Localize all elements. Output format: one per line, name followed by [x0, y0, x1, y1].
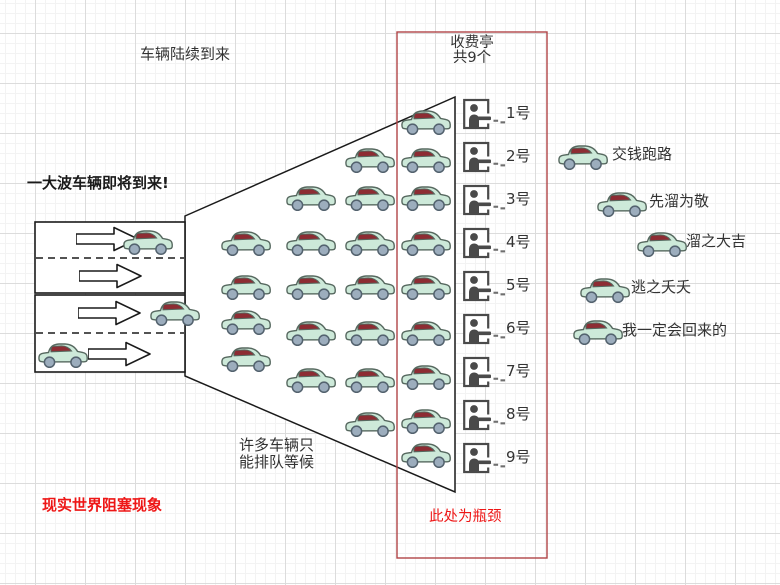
- queue-note: 许多车辆只 能排队等候: [239, 437, 314, 471]
- toll-booth-label: 6号: [506, 319, 531, 337]
- toll-booth-icon: [463, 227, 507, 259]
- escape-car-icon: [597, 192, 647, 218]
- toll-booth-icon: [463, 98, 507, 130]
- queue-note-line2: 能排队等候: [239, 453, 315, 471]
- toll-booth-label: 8号: [506, 405, 531, 423]
- reality-note: 现实世界阻塞现象: [42, 496, 163, 514]
- toll-title-line1: 收费亭: [450, 35, 494, 51]
- toll-booth-icon: [463, 313, 507, 345]
- escape-car-label: 溜之大吉: [686, 232, 747, 250]
- toll-booth-icon: [463, 399, 507, 431]
- big-wave-note: 一大波车辆即将到来!: [27, 174, 169, 192]
- escape-car-icon: [558, 145, 608, 171]
- escape-car-icon: [637, 232, 687, 258]
- escape-car-icon: [573, 320, 623, 346]
- toll-booth-label: 3号: [506, 190, 531, 208]
- toll-booth-icon: [463, 184, 507, 216]
- toll-booth-label: 1号: [506, 104, 531, 122]
- escape-car-icon: [580, 278, 630, 304]
- escape-car-label: 逃之夭夭: [631, 278, 692, 296]
- toll-title-line2: 共9个: [452, 50, 492, 66]
- toll-booth-label: 5号: [506, 276, 531, 294]
- toll-booth-label: 4号: [506, 233, 531, 251]
- toll-booth-label: 9号: [506, 448, 531, 466]
- toll-booth-icon: [463, 356, 507, 388]
- escape-car-label: 先溜为敬: [649, 192, 710, 210]
- bottleneck-box: [396, 31, 548, 559]
- toll-booth-icon: [463, 141, 507, 173]
- booth-layer: [463, 98, 507, 474]
- escape-car-label: 交钱跑路: [612, 145, 673, 163]
- arriving-note: 车辆陆续到来: [140, 45, 231, 63]
- queue-note-line1: 许多车辆只: [239, 436, 315, 454]
- toll-booth-label: 7号: [506, 362, 531, 380]
- escape-car-label: 我一定会回来的: [622, 321, 728, 339]
- toll-title: 收费亭 共9个: [397, 36, 547, 66]
- toll-booth-icon: [463, 442, 507, 474]
- toll-booth-icon: [463, 270, 507, 302]
- toll-booth-label: 2号: [506, 147, 531, 165]
- bottleneck-note: 此处为瓶颈: [429, 509, 502, 525]
